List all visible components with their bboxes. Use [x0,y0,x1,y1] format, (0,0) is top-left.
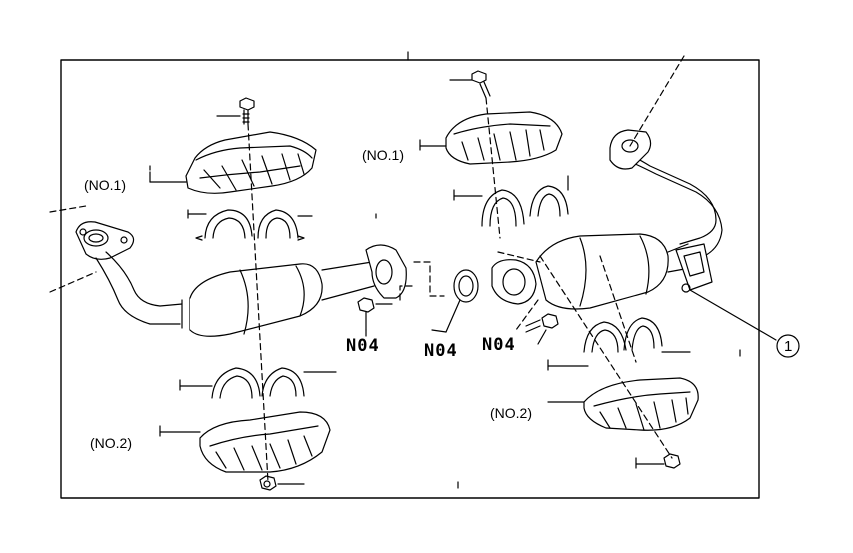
heat-insulator-upper-left [149,131,317,194]
diagram-frame [60,59,760,499]
exhaust-pipe-right [609,129,723,293]
label-no1-right: (NO.1) [362,147,404,163]
callout-1-number: 1 [784,338,793,355]
label-no2-left: (NO.2) [90,435,132,451]
flange-center-right [491,259,537,305]
heat-insulator-lower-left [159,411,331,473]
dashed-guides-right [485,55,685,459]
catalytic-converter-right [535,233,691,310]
flange-left [75,221,135,260]
bolt-top-right [449,70,491,99]
nut-n04-left [357,297,393,331]
bolt-bottom-right [635,453,681,469]
nut-bottom-left [259,475,305,491]
callout-1-marker [689,289,800,358]
dashed-guides-left [49,123,445,483]
gasket-center [445,269,479,333]
clamp-upper-left [187,209,313,241]
label-no1-left: (NO.1) [84,177,126,193]
bolt-top-left [216,97,255,125]
label-n04-right: N04 [482,335,516,355]
label-no2-right: (NO.2) [490,405,532,421]
clamp-lower-right [547,317,691,371]
clamp-upper-right [453,175,569,227]
label-n04-center: N04 [424,341,458,361]
heat-insulator-lower-right [547,377,699,431]
heat-insulator-upper-right [419,111,563,165]
exhaust-pipe-left [95,244,407,337]
label-n04-left: N04 [346,336,380,356]
clamp-lower-left [179,367,337,399]
bolt-center [525,313,559,345]
